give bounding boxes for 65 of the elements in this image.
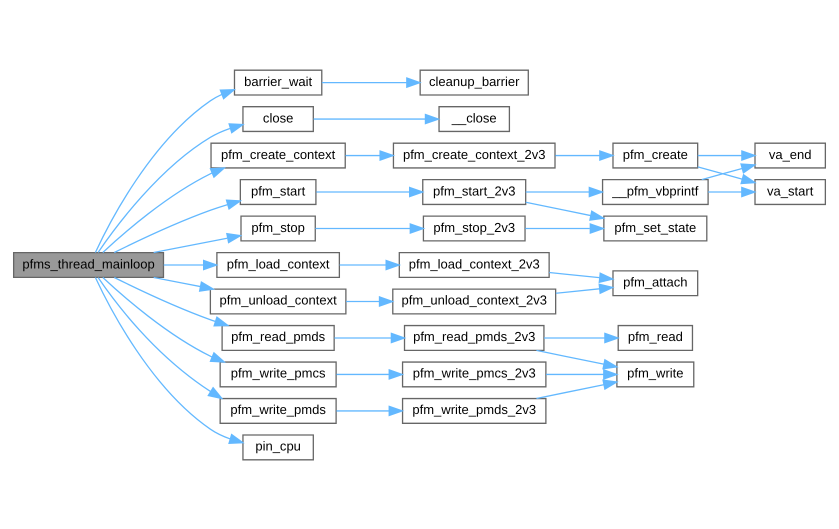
node-box: pfm_attach [612,270,698,296]
arrow [546,368,619,380]
node-box: pfm_stop_2v3 [422,214,526,242]
arrow [336,404,404,416]
node-box: barrier_wait [234,69,322,96]
arrow [94,276,245,444]
node-box: pfm_write_pmcs [220,360,337,387]
arrow [544,332,620,343]
arrow [556,282,615,294]
node-box: pfm_create_context [210,142,346,168]
arrow [102,276,226,362]
node-box: __close [438,106,510,132]
arrow [315,222,426,234]
node-box: pfm_create_context_2v3 [392,142,556,168]
arrow [526,201,606,220]
arrow [340,259,402,270]
arrow [708,186,757,198]
node-box: pfm_write_pmds_2v3 [402,397,547,424]
arrow [536,349,619,369]
node-box: close [242,106,314,132]
node-box: pfm_read [618,324,694,350]
node-box: __pfm_vbprintf [602,178,709,205]
arrow [114,198,242,253]
node-box: va_end [754,142,826,168]
arrow [525,222,606,234]
arrow [345,150,396,161]
arrow [164,259,219,270]
node-box: pfm_read_pmds_2v3 [404,324,545,350]
arrow [316,186,425,198]
node-box: pfm_start_2v3 [422,178,526,205]
arrow [526,186,604,198]
arrow [336,368,404,380]
node-box: pfm_write_pmds [220,397,337,424]
arrow [98,122,245,252]
node-box: pfm_load_context [216,251,340,278]
arrow [94,88,236,252]
node-box: pfm_read_pmds [221,324,335,350]
node-box: pfm_write [616,360,694,387]
node-box: pfm_stop [240,214,316,242]
arrow [555,150,615,161]
arrow [698,150,757,161]
arrow [346,296,394,306]
node-box: cleanup_barrier [420,69,529,96]
arrow [154,232,242,253]
node-box: pfm_unload_context_2v3 [392,288,556,314]
node-box: va_start [754,178,826,205]
node-box: pfm_set_state [603,214,708,242]
arrow [322,76,422,88]
node-box: pfms_thread_mainloop [12,251,164,278]
arrow [314,113,440,124]
node-box: pfm_unload_context [210,288,347,314]
node-box: pfm_start [240,178,317,205]
node-box: pfm_create [612,142,698,168]
arrow [549,271,615,283]
node-box: pfm_load_context_2v3 [398,251,550,278]
arrow [698,166,757,184]
arrow [702,162,757,180]
arrow [334,332,406,343]
arrow [102,166,226,252]
arrow [154,276,216,292]
arrow [114,276,230,326]
arrow [98,276,224,399]
node-box: pin_cpu [242,434,314,460]
arrow [536,378,619,399]
node-box: pfm_write_pmcs_2v3 [402,360,547,387]
